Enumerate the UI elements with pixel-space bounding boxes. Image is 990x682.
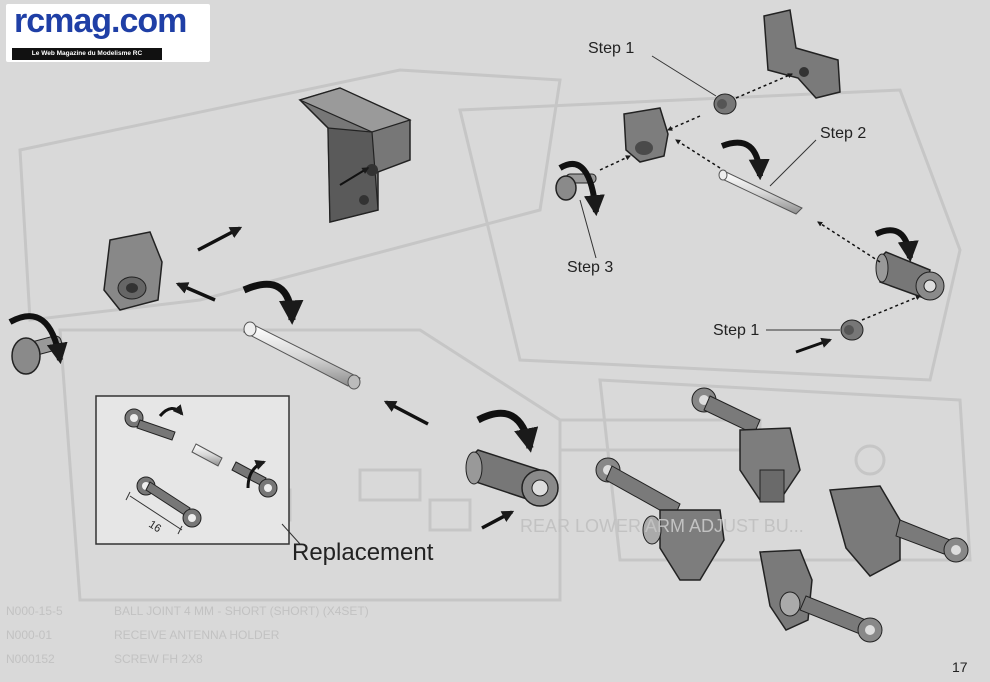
ghost-part-desc: SCREW FH 2X8 [114, 652, 203, 666]
pin-rod-left [242, 321, 361, 390]
leader-step1-top [651, 55, 717, 97]
arm-assembly-4 [759, 549, 883, 643]
arrow-to-bracket [175, 282, 216, 302]
ghost-heading: REAR LOWER ARM ADJUST BU... [520, 516, 804, 536]
rcmag-logo: rcmag.com Le Web Magazine du Modelisme R… [6, 2, 210, 62]
bracket-top-right [623, 107, 669, 163]
arrow-bushing-bottom-up [861, 295, 921, 321]
replacement-label: Replacement [292, 539, 434, 566]
curved-arrow-link-right [874, 227, 919, 263]
arm-assembly-2 [595, 457, 725, 581]
leader-step2 [769, 139, 817, 187]
link-end-right [875, 251, 945, 301]
arm-assembly-1 [691, 387, 801, 503]
arrow-to-rod [383, 400, 429, 426]
label-step3: Step 3 [567, 259, 614, 276]
curved-arrow-rod [242, 280, 304, 325]
ghost-part-code: N000-15-5 [6, 604, 63, 618]
ghost-part-code: N000-01 [6, 628, 53, 642]
small-bracket [103, 231, 163, 311]
label-step1-top: Step 1 [588, 40, 635, 57]
arrow-to-link [481, 510, 515, 530]
logo-tagline: Le Web Magazine du Modelisme RC [12, 48, 162, 60]
mount-block-large [298, 87, 412, 223]
mount-block-top-right [763, 9, 841, 99]
link-end-center [465, 449, 559, 507]
label-step2: Step 2 [820, 125, 867, 142]
arrow-to-block [197, 226, 243, 252]
arrow-bushing-top [735, 73, 793, 99]
ball-knob-left [11, 335, 63, 375]
arrow-bracket-tr [667, 115, 701, 131]
label-step1-bottom: Step 1 [713, 322, 760, 339]
replacement-leader [281, 523, 301, 545]
bushing-top [713, 93, 737, 115]
replacement-inset: 16 [95, 395, 290, 545]
curved-arrow-left [8, 313, 68, 365]
bushing-bottom [840, 319, 864, 341]
pin-rod-top-right [718, 169, 803, 215]
arrow-rod-tr [675, 139, 721, 169]
dimension-label: 16 [146, 518, 163, 535]
curved-arrow-link [476, 409, 539, 453]
logo-wordmark: rcmag.com [14, 2, 187, 40]
arrow-link-right [817, 221, 881, 263]
ghost-part-code: N000152 [6, 652, 55, 666]
ghost-part-desc: RECEIVE ANTENNA HOLDER [114, 628, 280, 642]
arm-assembly-3 [829, 485, 969, 577]
leader-step3 [579, 199, 597, 259]
arrow-to-bracket-tr [599, 155, 631, 171]
ghost-part-desc: BALL JOINT 4 MM - SHORT (SHORT) (X4SET) [114, 604, 369, 618]
curved-arrow-knob-tr [558, 161, 605, 217]
curved-arrow-rod-tr [720, 139, 770, 181]
arrow-to-bushing-bottom [795, 337, 832, 354]
page-number: 17 [952, 659, 968, 675]
